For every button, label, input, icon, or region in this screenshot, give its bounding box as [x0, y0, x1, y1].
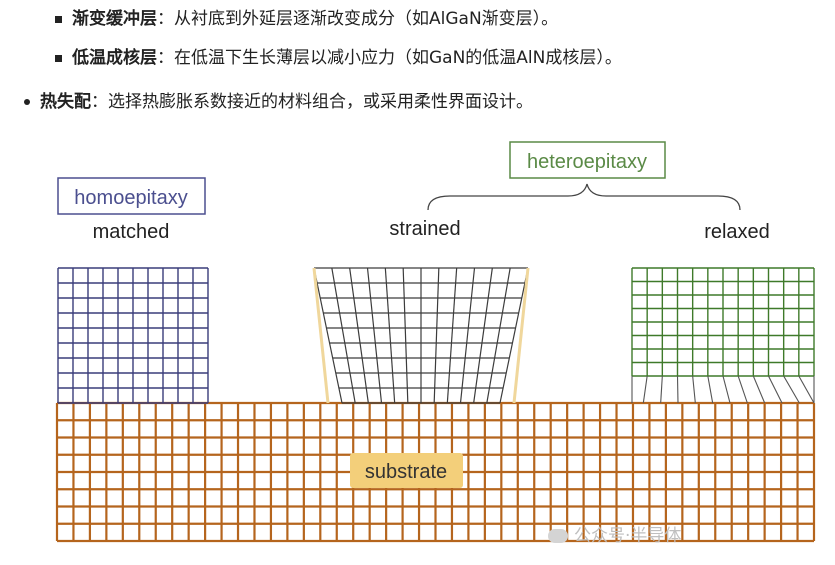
- misfit-line: [798, 375, 815, 404]
- matched-label: matched: [93, 221, 170, 243]
- strained-lattice-vline: [384, 267, 396, 404]
- strained-lattice-vline: [366, 267, 383, 404]
- misfit-line: [660, 375, 663, 404]
- misfit-line: [737, 375, 748, 404]
- matched-lattice: [57, 267, 209, 404]
- homoepitaxy-box: [57, 177, 206, 215]
- heteroepitaxy-label: heteroepitaxy: [527, 151, 647, 173]
- epitaxy-diagram: homoepitaxy matched heteroepitaxy strain…: [50, 130, 835, 565]
- square-bullet-icon: [55, 55, 62, 62]
- epitaxy-figure: homoepitaxy matched heteroepitaxy strain…: [55, 141, 816, 543]
- relaxed-label: relaxed: [704, 221, 770, 243]
- wechat-icon: [548, 529, 568, 543]
- misfit-line: [783, 375, 800, 404]
- bullet-sep-3: ：: [91, 92, 108, 112]
- bullet-sep-1: ：: [157, 9, 174, 29]
- strained-lattice-vline: [459, 267, 476, 404]
- bullet-term-1: 渐变缓冲层: [72, 9, 157, 29]
- bullet-item-1: 渐变缓冲层：从衬底到外延层逐渐改变成分（如AlGaN渐变层）。: [72, 7, 558, 31]
- bullet-text-2: 在低温下生长薄层以减小应力（如GaN的低温AlN成核层）。: [174, 48, 622, 68]
- strained-lattice-vline: [313, 267, 343, 404]
- strained-label: strained: [389, 218, 460, 240]
- strained-lattice-vline: [446, 267, 458, 404]
- strained-lattice-vline: [433, 267, 440, 404]
- heteroepitaxy-box: [509, 141, 666, 179]
- homoepitaxy-label: homoepitaxy: [74, 187, 187, 209]
- bullet-term-2: 低温成核层: [72, 48, 157, 68]
- misfit-line: [752, 375, 766, 404]
- strained-lattice-edge: [312, 267, 330, 404]
- strained-lattice-vline: [486, 267, 511, 404]
- strained-lattice-vline: [349, 267, 369, 404]
- strained-lattice-edge: [512, 267, 530, 404]
- bullet-sep-2: ：: [157, 48, 174, 68]
- misfit-line: [722, 375, 731, 404]
- strained-lattice-vline: [402, 267, 409, 404]
- curly-brace: [427, 183, 741, 211]
- strained-lattice-vline: [473, 267, 493, 404]
- relaxed-lattice: [631, 267, 815, 404]
- watermark-text: 公众号·半导体: [574, 526, 682, 546]
- square-bullet-icon: [55, 16, 62, 23]
- round-bullet-icon: [24, 99, 30, 105]
- bullet-term-3: 热失配: [40, 92, 91, 112]
- watermark: 公众号·半导体: [548, 521, 681, 546]
- substrate-label-box: [350, 453, 463, 488]
- strained-lattice-vline: [331, 267, 356, 404]
- bullet-text-1: 从衬底到外延层逐渐改变成分（如AlGaN渐变层）。: [174, 9, 559, 29]
- strained-lattice-vline: [499, 267, 529, 404]
- bullet-text-3: 选择热膨胀系数接近的材料组合，或采用柔性界面设计。: [108, 92, 533, 112]
- bullet-item-2: 低温成核层：在低温下生长薄层以减小应力（如GaN的低温AlN成核层）。: [72, 46, 622, 70]
- misfit-line: [707, 375, 714, 404]
- misfit-line: [768, 375, 783, 404]
- substrate-label: substrate: [365, 461, 447, 483]
- misfit-line: [692, 375, 696, 404]
- strained-lattice: [312, 267, 530, 404]
- misfit-line: [676, 375, 679, 404]
- bullet-item-3: 热失配：选择热膨胀系数接近的材料组合，或采用柔性界面设计。: [40, 90, 533, 114]
- misfit-line: [642, 375, 648, 404]
